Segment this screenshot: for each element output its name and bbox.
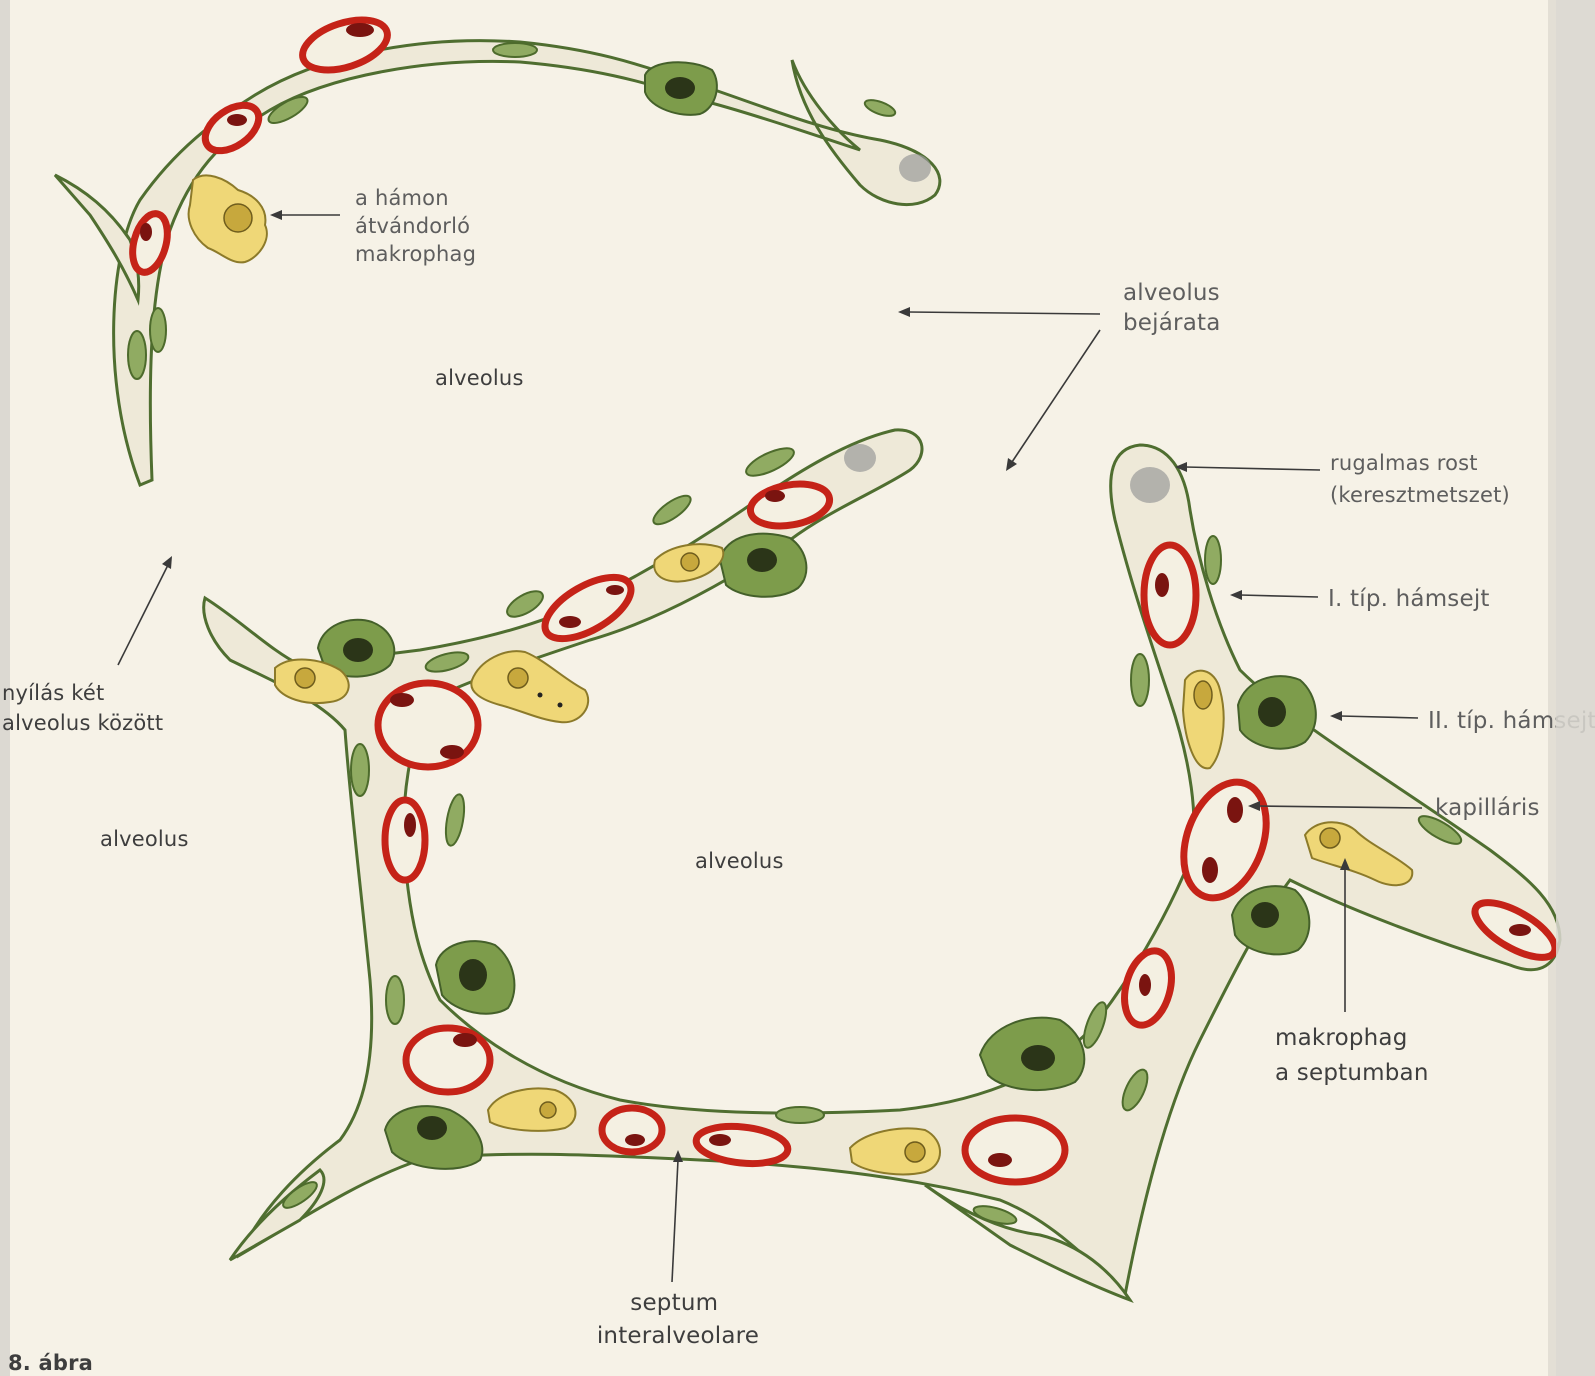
label-type1-cell: I. típ. hámsejt: [1328, 586, 1490, 612]
figure-caption-fragment: 8. ábra: [8, 1351, 93, 1375]
capillary: [385, 800, 425, 880]
elastic-fiber-upper: [899, 154, 931, 182]
type2-cell: [1238, 676, 1316, 749]
page-edge-overlay: [1556, 0, 1595, 1376]
capillary: [406, 1028, 490, 1092]
capillary: [965, 1118, 1065, 1182]
type2-cell: [720, 534, 806, 597]
capillary: [1144, 545, 1196, 645]
label-alveolus-center: alveolus: [695, 849, 784, 873]
type1-cell-upper-a: [128, 331, 146, 379]
type1-cell-upper-d: [493, 43, 537, 57]
type2-cell: [1232, 886, 1309, 954]
label-capillary: kapilláris: [1435, 795, 1540, 821]
type1-cell-upper-b: [150, 308, 166, 352]
label-alveolus-left: alveolus: [100, 827, 189, 851]
label-alveolus-top: alveolus: [435, 366, 524, 390]
